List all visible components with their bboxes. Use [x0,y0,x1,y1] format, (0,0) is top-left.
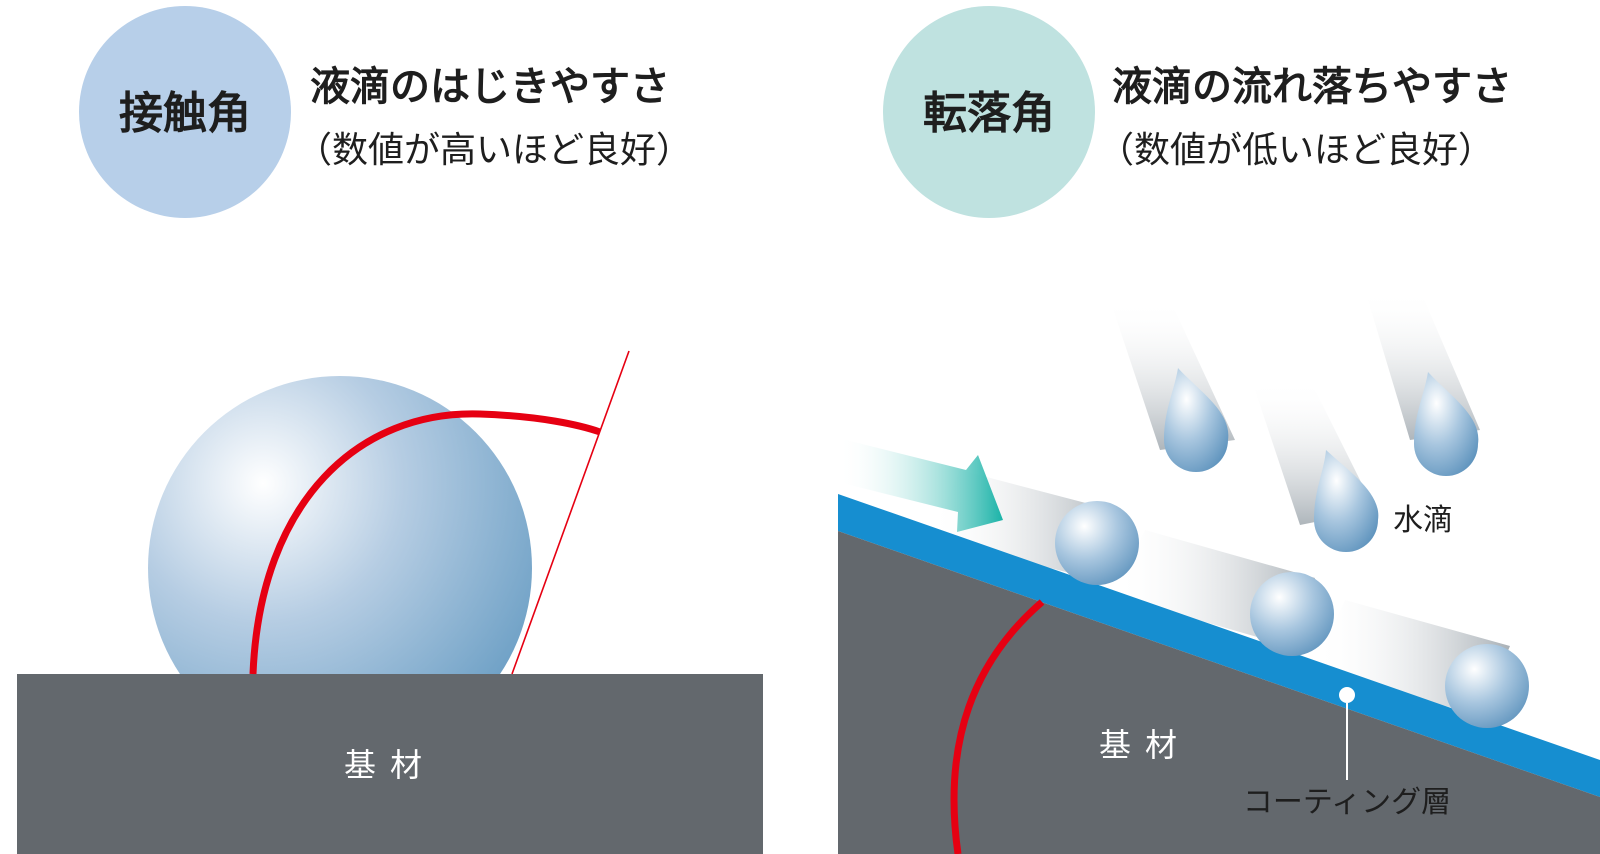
left-panel: 接触角 液滴のはじきやすさ （数値が高いほど良好） 基材 [17,6,763,854]
sliding-droplet [1445,644,1529,728]
tangent-line [512,351,629,674]
left-title: 液滴のはじきやすさ [310,64,670,110]
contact-angle-label: 接触角 [119,88,251,139]
sliding-droplet [1250,572,1334,656]
right-substrate-label: 基材 [1099,726,1191,764]
left-substrate-label: 基材 [344,746,436,784]
sliding-angle-label: 転落角 [923,88,1055,139]
right-panel: 転落角 液滴の流れ落ちやすさ （数値が低いほど良好） [838,6,1600,854]
coating-layer-label: コーティング層 [1243,785,1451,820]
water-drop-label: 水滴 [1393,503,1453,538]
sliding-droplet [1055,501,1139,585]
left-subtitle: （数値が高いほど良好） [296,130,692,171]
right-subtitle: （数値が低いほど良好） [1098,130,1494,171]
coating-callout-dot [1339,687,1355,703]
right-title: 液滴の流れ落ちやすさ [1112,64,1512,110]
